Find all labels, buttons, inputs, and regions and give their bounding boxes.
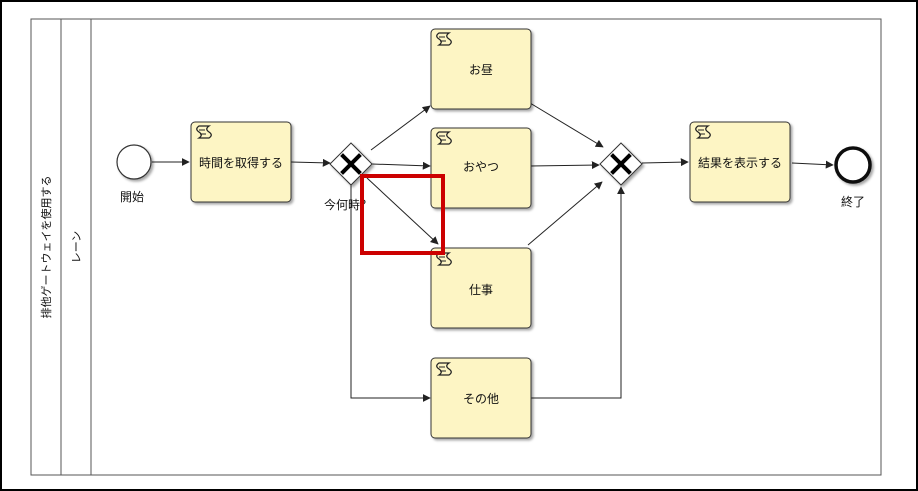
flow-split-to-snack[interactable] [371,161,431,170]
lane-label: レーン [70,231,83,263]
flow-other-to-merge[interactable] [531,186,625,399]
script-icon [196,125,212,139]
task-other[interactable]: その他 [430,357,532,439]
highlight-box [360,174,445,255]
sequence-flows [152,102,834,402]
task-snack[interactable]: おやつ [430,127,532,209]
start-event-label: 開始 [120,190,144,204]
flow-merge-to-show-result[interactable] [641,158,689,167]
task-get-time[interactable]: 時間を取得する [190,121,292,203]
exclusive-gateway-merge[interactable] [599,142,643,186]
script-icon [436,131,452,145]
flow-split-to-lunch[interactable] [370,105,431,151]
task-work[interactable]: 仕事 [430,247,532,329]
task-lunch[interactable]: お昼 [430,28,532,110]
flow-work-to-merge[interactable] [527,181,603,246]
task-show-result[interactable]: 結果を表示する [689,121,791,203]
flow-show-result-to-end[interactable] [791,160,834,169]
pool-label: 排他ゲートウェイを使用する [39,176,53,319]
task-label: おやつ [463,160,499,174]
flow-snack-to-merge[interactable] [529,161,600,170]
end-event[interactable] [834,146,872,184]
flow-lunch-to-merge[interactable] [529,102,604,148]
start-event[interactable] [116,144,152,180]
task-label: 時間を取得する [199,155,283,170]
task-label: 結果を表示する [698,156,782,170]
script-icon [436,252,452,266]
script-icon [695,125,711,139]
task-label: お昼 [469,63,493,77]
end-event-label: 終了 [841,194,865,209]
script-icon [436,362,452,376]
x-icon [610,153,632,175]
task-label: その他 [463,392,499,406]
task-label: 仕事 [469,283,493,297]
flow-split-to-work[interactable] [366,177,439,245]
script-icon [436,32,452,46]
gateway-split-label: 今何時？ [324,197,372,212]
x-icon [340,153,362,175]
flow-get-time-to-split[interactable] [290,158,331,167]
flow-split-to-other[interactable] [350,184,431,402]
